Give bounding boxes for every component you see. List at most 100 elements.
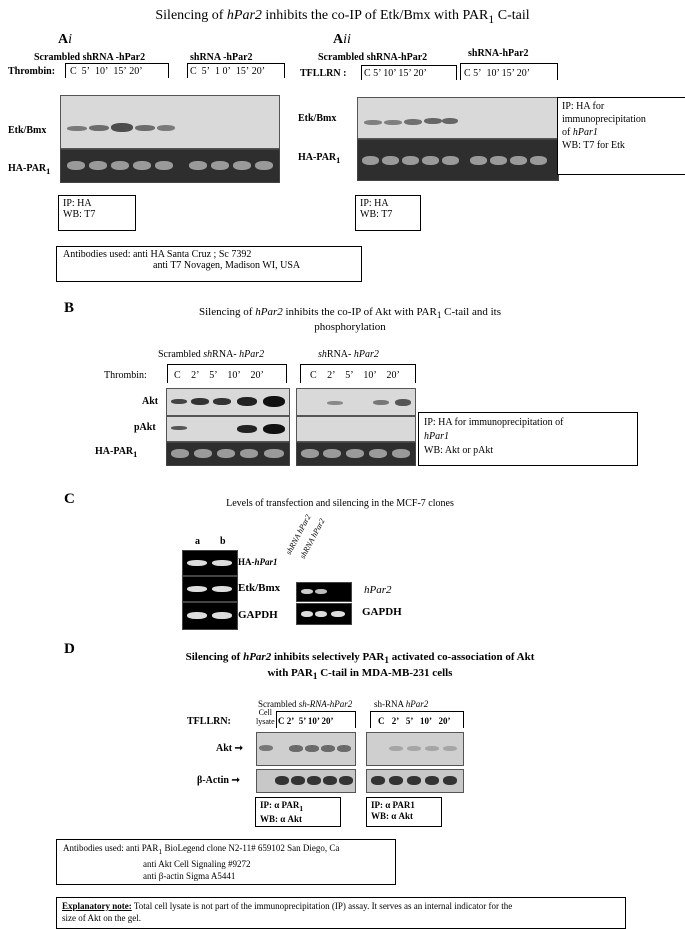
panel-c-label: C bbox=[64, 491, 75, 507]
panel-c-lane-b: b bbox=[220, 536, 226, 547]
panel-a-i-ha-par-blot bbox=[60, 149, 280, 183]
band bbox=[89, 161, 107, 170]
band bbox=[212, 612, 232, 619]
band bbox=[364, 120, 382, 125]
panel-a-ii-treatment: TFLLRN : bbox=[300, 68, 347, 79]
ip-line: IP: HA bbox=[63, 198, 92, 209]
panel-c-row-ha-par1: HA-hPar1 bbox=[238, 557, 278, 567]
note-line: hPar1 bbox=[424, 431, 449, 442]
panel-b-group1: Scrambled shRNA- hPar2 bbox=[158, 349, 265, 360]
panel-d-group1: Scrambled sh-RNA-hPar2 bbox=[258, 699, 353, 709]
panel-a-i-group2: shRNA -hPar2 bbox=[190, 52, 253, 63]
panel-a-i-group1: Scrambled shRNA -hPar2 bbox=[34, 52, 146, 63]
panel-d-lane-bracket-2 bbox=[370, 711, 464, 728]
band bbox=[404, 119, 422, 125]
panel-b-akt-blot-2 bbox=[296, 388, 416, 416]
panel-a-ii-group2: shRNA-hPar2 bbox=[468, 48, 529, 59]
band bbox=[530, 156, 547, 165]
panel-d-ip-box-2: IP: α PAR1 WB: α Akt bbox=[366, 797, 442, 827]
panel-a-ii-etk-blot bbox=[357, 97, 559, 139]
panel-c-gapdh-gel-2 bbox=[296, 603, 352, 625]
panel-d-treatment: TFLLRN: bbox=[187, 716, 231, 727]
arrow-right-icon: ➞ bbox=[234, 743, 244, 754]
panel-d-row-akt: Akt ➞ bbox=[216, 743, 244, 754]
explanatory-note-box: Explanatory note: Total cell lysate is n… bbox=[56, 897, 626, 929]
band bbox=[111, 161, 129, 170]
panel-b-pakt-blot-2 bbox=[296, 416, 416, 442]
note-line: Explanatory note: Total cell lysate is n… bbox=[62, 901, 513, 911]
band bbox=[373, 400, 389, 405]
panel-b-row-akt: Akt bbox=[142, 396, 159, 407]
band bbox=[337, 745, 351, 752]
band bbox=[171, 399, 187, 404]
band bbox=[301, 449, 319, 458]
band bbox=[389, 776, 403, 785]
panel-b-treatment: Thrombin: bbox=[104, 370, 147, 381]
panel-d-akt-blot-2 bbox=[366, 732, 464, 766]
band bbox=[67, 126, 87, 131]
antibody-line: anti Akt Cell Signaling #9272 bbox=[143, 858, 251, 869]
panel-a-i-row-ha-par: HA-PAR1 bbox=[8, 163, 51, 176]
band bbox=[407, 776, 421, 785]
band bbox=[402, 156, 419, 165]
panel-b-lane-bracket-1 bbox=[167, 364, 287, 383]
panel-a-ii-lanes-2: C 5’ 10’ 15’ 20’ bbox=[464, 68, 531, 79]
panel-a-i-lanes-1: C 5’ 10’ 15’ 20’ bbox=[70, 66, 143, 77]
band bbox=[275, 776, 289, 785]
panel-b-ha-par-blot-1 bbox=[166, 442, 290, 466]
note-line: size of Akt on the gel. bbox=[62, 913, 141, 923]
panel-b-akt-blot-1 bbox=[166, 388, 290, 416]
panel-d-group2: sh-RNA hPar2 bbox=[374, 699, 429, 709]
note-line: WB: T7 for Etk bbox=[562, 140, 625, 151]
band bbox=[171, 449, 189, 458]
wb-line: WB: T7 bbox=[63, 209, 96, 220]
panel-b-row-ha-par: HA-PAR1 bbox=[95, 446, 138, 459]
band bbox=[157, 125, 175, 131]
panel-d-lanes-2: C 2’ 5’ 10’ 20’ bbox=[378, 716, 451, 726]
band bbox=[189, 161, 207, 170]
band bbox=[323, 776, 337, 785]
band bbox=[346, 449, 364, 458]
panel-c-ha-par1-gel bbox=[182, 550, 238, 576]
panel-d-title-2: with PAR1 C-tail in MDA-MB-231 cells bbox=[267, 667, 453, 682]
band bbox=[369, 449, 387, 458]
panel-c-row-etk: Etk/Bmx bbox=[238, 582, 281, 594]
panel-c-right-gapdh: GAPDH bbox=[362, 606, 402, 618]
band bbox=[111, 123, 133, 132]
band bbox=[392, 449, 410, 458]
band bbox=[211, 161, 229, 170]
panel-d-label: D bbox=[64, 641, 75, 657]
band bbox=[422, 156, 439, 165]
panel-d-lane-bracket-1 bbox=[276, 711, 356, 728]
band bbox=[301, 589, 313, 594]
cell-lysate-line: lysate bbox=[256, 717, 275, 726]
ip-line: IP: α PAR1 bbox=[371, 800, 415, 810]
panel-a-ii-ha-par-blot bbox=[357, 139, 559, 181]
band bbox=[301, 611, 313, 617]
band bbox=[233, 161, 251, 170]
band bbox=[264, 449, 284, 458]
panel-d-actin-blot-1 bbox=[256, 769, 356, 793]
panel-c-lane-a: a bbox=[195, 536, 200, 547]
panel-d-row-actin: β-Actin ➞ bbox=[197, 775, 240, 786]
band bbox=[237, 425, 257, 433]
panel-b-title-2: phosphorylation bbox=[314, 321, 386, 333]
band bbox=[315, 589, 327, 594]
band bbox=[259, 745, 273, 751]
panel-a-i-lane-bracket-1 bbox=[65, 63, 169, 78]
ip-line: IP: HA bbox=[360, 198, 389, 209]
arrow-right-icon: ➞ bbox=[231, 775, 240, 786]
antibodies-box-a: Antibodies used: anti HA Santa Cruz ; Sc… bbox=[56, 246, 362, 282]
band bbox=[424, 118, 442, 124]
panel-a-i-ip-box: IP: HA WB: T7 bbox=[58, 195, 136, 231]
panel-a-ii-label: Aii bbox=[333, 32, 351, 47]
band bbox=[155, 161, 173, 170]
panel-c-right-hpar2: hPar2 bbox=[364, 584, 392, 596]
band bbox=[327, 401, 343, 405]
band bbox=[89, 125, 109, 131]
panel-b-label: B bbox=[64, 300, 75, 316]
panel-b-row-pakt: pAkt bbox=[134, 422, 156, 433]
band bbox=[331, 611, 345, 617]
band bbox=[384, 120, 402, 125]
panel-d-akt-blot-1 bbox=[256, 732, 356, 766]
